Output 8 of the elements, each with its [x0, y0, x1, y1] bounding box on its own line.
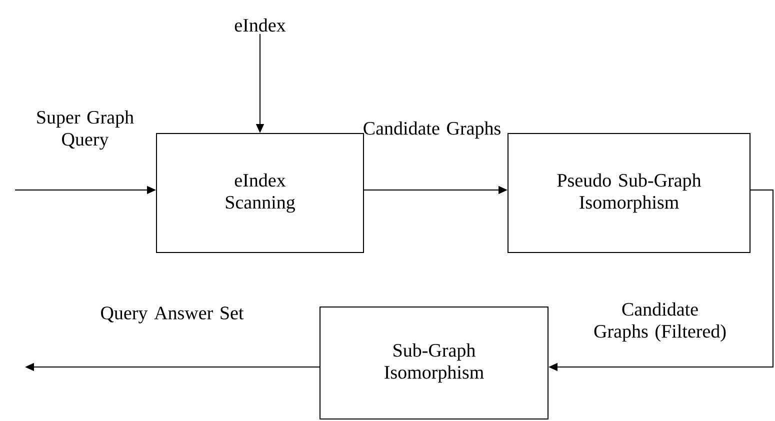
edge-label: Super Graph Query: [37, 110, 134, 150]
edge-label: Candidate Graphs: [364, 121, 500, 139]
process-box: Pseudo Sub-Graph Isomorphism: [508, 133, 750, 253]
process-box: Sub-Graph Isomorphism: [320, 306, 548, 420]
process-box: eIndex Scanning: [156, 133, 364, 253]
input-label: eIndex: [234, 18, 286, 32]
edge-label: Candidate Graphs (Filtered): [594, 302, 726, 342]
edge-label: Query Answer Set: [101, 306, 244, 324]
